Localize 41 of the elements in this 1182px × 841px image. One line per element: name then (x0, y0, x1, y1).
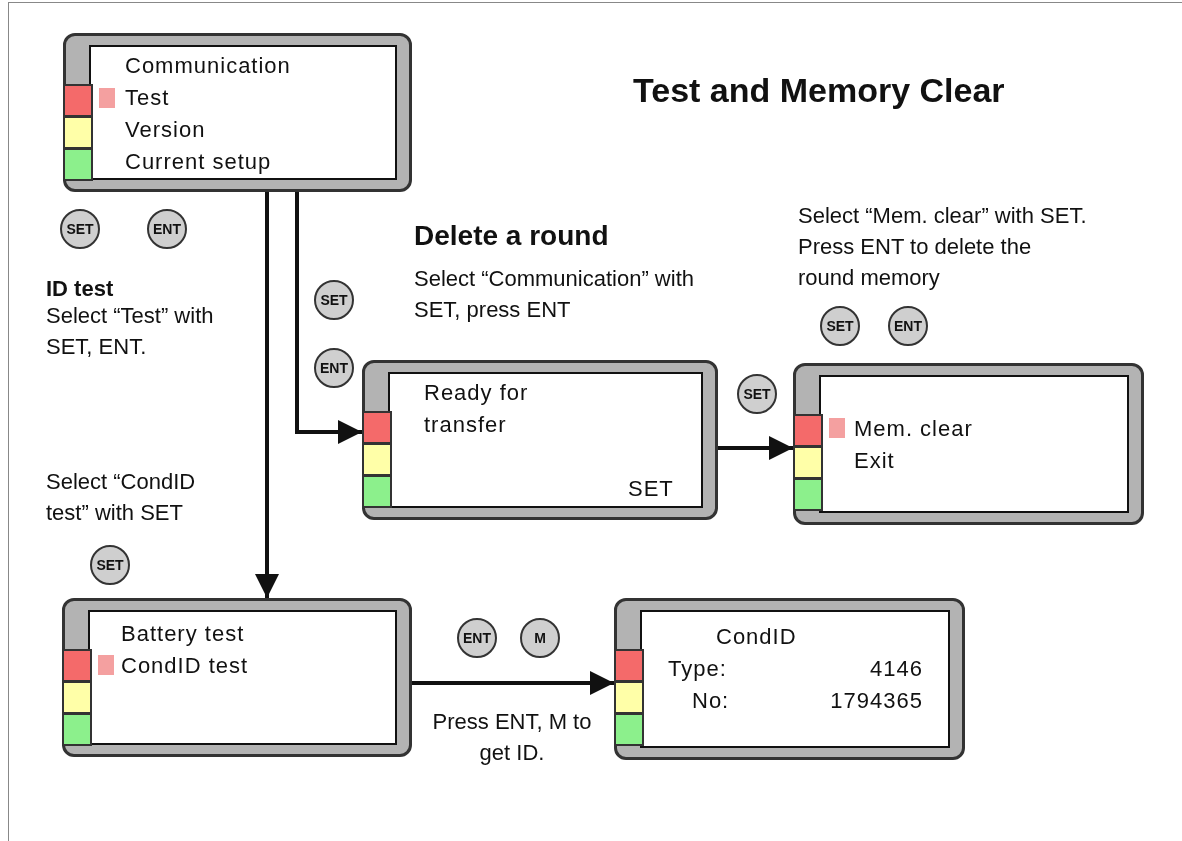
section-heading: Delete a round (414, 219, 610, 253)
device-display (63, 33, 412, 192)
device-key: ENT (147, 209, 187, 249)
screen-text: CondID (716, 623, 797, 651)
instruction-text: Select “CondID test” with SET (46, 468, 197, 527)
diagram-title: Test and Memory Clear (633, 70, 1005, 111)
instruction-text: Select “Mem. clear” with SET. Press ENT to delete the round memory (798, 202, 1088, 292)
device-key: SET (820, 306, 860, 346)
arrow (718, 436, 793, 460)
screen-text: Battery test (121, 620, 245, 648)
device-key: SET (314, 280, 354, 320)
device-display (614, 598, 965, 760)
device-key: SET (737, 374, 777, 414)
screen-text: Communication (125, 52, 291, 80)
screen-text: 1794365 (830, 687, 923, 715)
device-key: SET (60, 209, 100, 249)
screen-text: No: (692, 687, 730, 715)
device-display (362, 360, 718, 520)
screen-text: 4146 (870, 655, 923, 683)
screen-text: Exit (854, 447, 895, 475)
arrow (412, 671, 614, 695)
device-key: ENT (314, 348, 354, 388)
device-key: ENT (888, 306, 928, 346)
arrow (295, 192, 362, 444)
device-key: SET (90, 545, 130, 585)
device-key: ENT (457, 618, 497, 658)
device-display (62, 598, 412, 757)
screen-text: Ready for transfer (424, 379, 530, 439)
screen-text: Type: (668, 655, 727, 683)
device-key: M (520, 618, 560, 658)
section-heading: ID test (46, 275, 115, 303)
screen-text: Current setup (125, 148, 272, 176)
device-display (793, 363, 1144, 525)
screen-text: Test (125, 84, 170, 112)
arrow (255, 192, 279, 598)
screen-text: Version (125, 116, 206, 144)
instruction-text: Select “Test” with SET, ENT. (46, 302, 215, 361)
screen-text: CondID test (121, 652, 249, 680)
instruction-text: Select “Communication” with SET, press ENT (414, 265, 694, 324)
screen-text: Mem. clear (854, 415, 973, 443)
screen-text: SET (628, 475, 674, 503)
